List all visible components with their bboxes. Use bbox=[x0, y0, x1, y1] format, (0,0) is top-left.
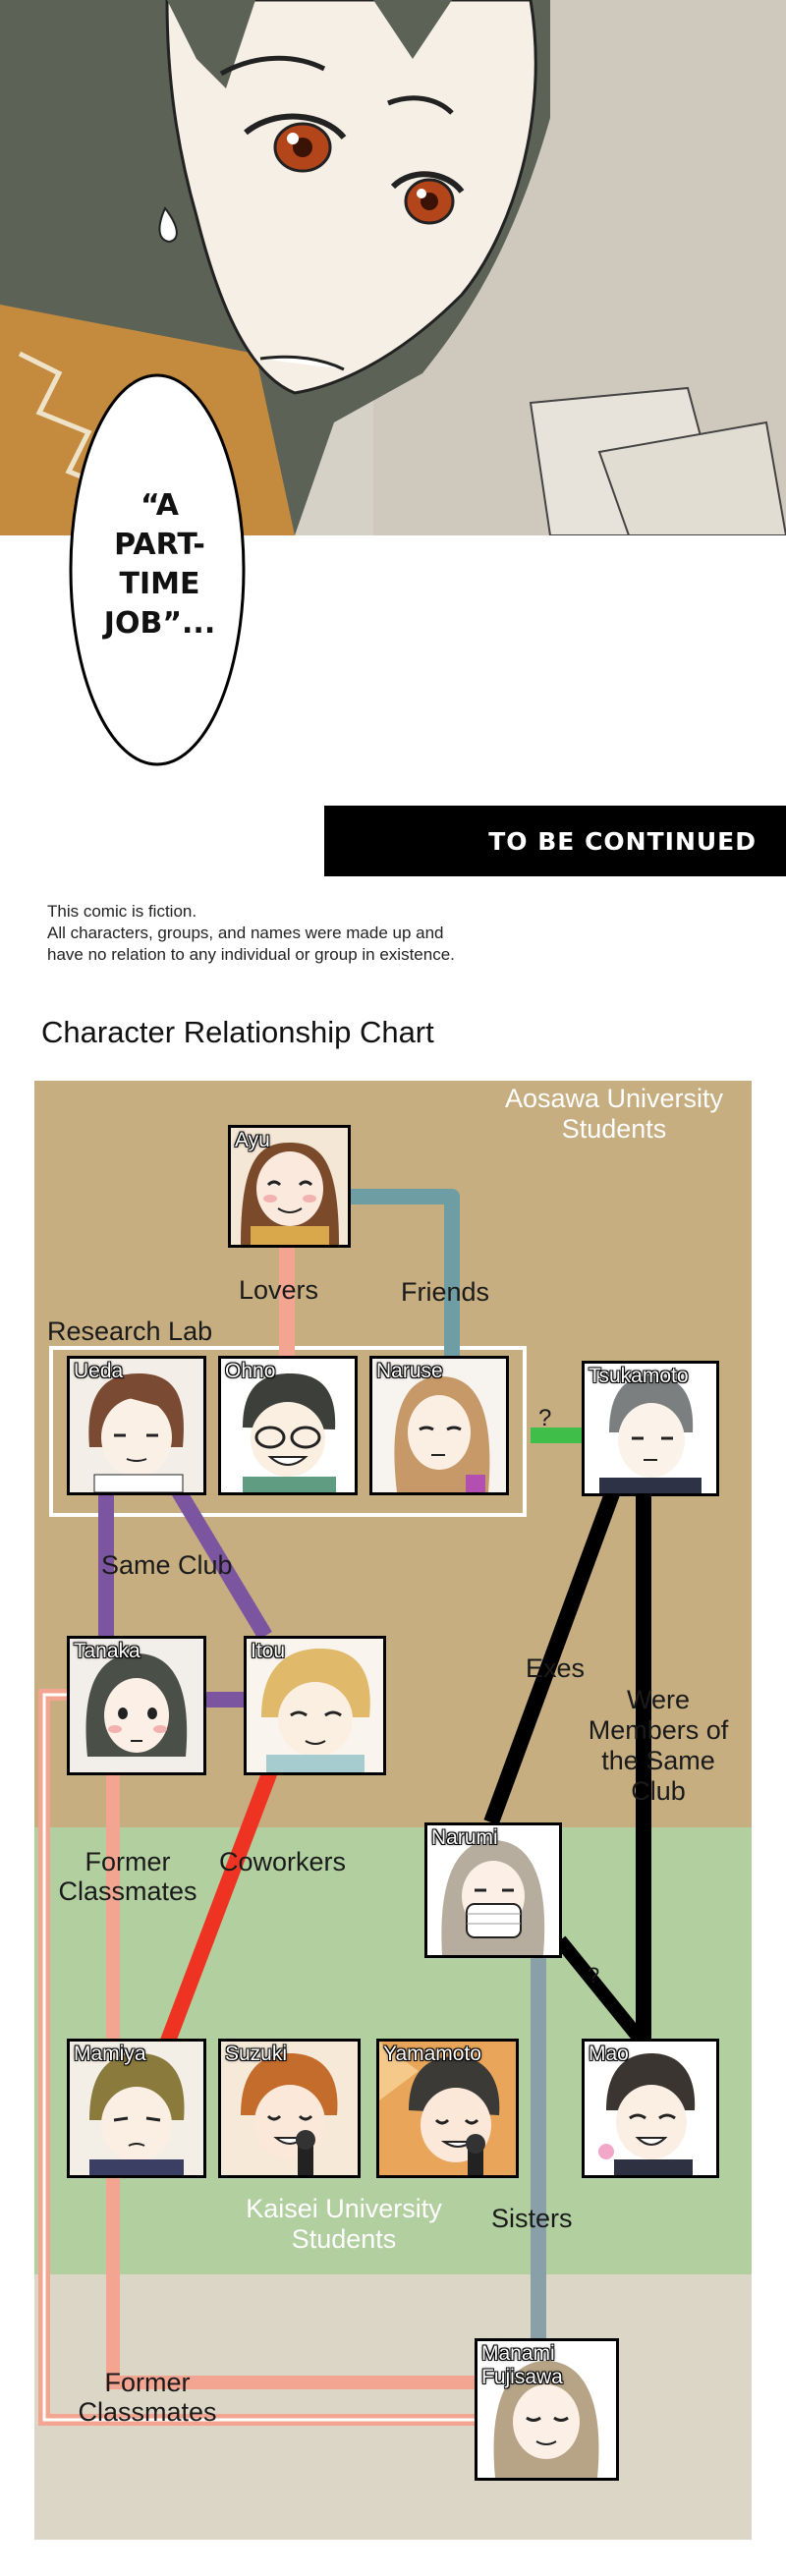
disclaimer: This comic is fiction. All characters, g… bbox=[47, 901, 455, 966]
character-card-ayu: Ayu bbox=[228, 1125, 351, 1248]
aosawa-label: Aosawa University Students bbox=[504, 1084, 724, 1144]
tanaka-name: Tanaka bbox=[74, 1640, 140, 1662]
character-card-mamiya: Mamiya bbox=[67, 2039, 206, 2178]
speech-bubble bbox=[69, 373, 246, 766]
character-card-narumi: Narumi bbox=[424, 1822, 562, 1958]
manami-name: Manami Fujisawa bbox=[481, 2342, 563, 2388]
same-club-line-itou bbox=[170, 1484, 272, 1641]
character-card-manami: Manami Fujisawa bbox=[475, 2338, 619, 2481]
tsukamoto-portrait-icon bbox=[585, 1364, 716, 1493]
speech-line: “A bbox=[140, 488, 180, 523]
naruse-portrait-icon bbox=[372, 1359, 506, 1492]
itou-name: Itou bbox=[251, 1640, 286, 1662]
yamamoto-portrait-icon bbox=[379, 2042, 516, 2175]
suzuki-portrait-icon bbox=[221, 2042, 358, 2175]
mamiya-name: Mamiya bbox=[74, 2043, 146, 2065]
question-line-2 bbox=[554, 1935, 649, 2048]
character-card-ueda: Ueda bbox=[67, 1356, 206, 1495]
question-label-1: ? bbox=[538, 1405, 552, 1431]
character-card-yamamoto: Yamamoto bbox=[376, 2039, 519, 2178]
character-card-mao: Mao bbox=[582, 2039, 719, 2178]
coworkers-label: Coworkers bbox=[219, 1847, 347, 1876]
question-label-2: ? bbox=[588, 1963, 600, 1988]
former-classmates-label-1: Former Classmates bbox=[58, 1847, 197, 1906]
ueda-name: Ueda bbox=[74, 1360, 124, 1382]
chart-title: Character Relationship Chart bbox=[41, 1015, 434, 1049]
lovers-label: Lovers bbox=[239, 1275, 319, 1305]
coworkers-line bbox=[159, 1761, 281, 2046]
ueda-portrait-icon bbox=[70, 1359, 203, 1492]
disclaimer-line: All characters, groups, and names were m… bbox=[47, 924, 444, 942]
speech-line: PART- bbox=[114, 528, 205, 562]
mamiya-manami-line bbox=[106, 2161, 481, 2389]
disclaimer-line: This comic is fiction. bbox=[47, 902, 197, 921]
friends-line bbox=[349, 1189, 460, 1361]
kaisei-label: Kaisei University Students bbox=[246, 2194, 442, 2254]
tsukamoto-name: Tsukamoto bbox=[589, 1365, 689, 1387]
character-card-ohno: Ohno bbox=[218, 1356, 358, 1495]
ohno-portrait-icon bbox=[221, 1359, 355, 1492]
same-club-label: Same Club bbox=[101, 1550, 233, 1580]
were-members-label: Were Members of the Same Club bbox=[588, 1685, 729, 1806]
speech-bubble-text: “A PART- TIME JOB”... bbox=[79, 486, 241, 644]
yamamoto-name: Yamamoto bbox=[383, 2043, 481, 2065]
naruse-name: Naruse bbox=[376, 1360, 443, 1382]
disclaimer-line: have no relation to any individual or gr… bbox=[47, 945, 455, 964]
character-card-itou: Itou bbox=[244, 1636, 386, 1775]
ayu-name: Ayu bbox=[235, 1129, 270, 1151]
sisters-label: Sisters bbox=[491, 2204, 573, 2233]
narumi-name: Narumi bbox=[431, 1826, 498, 1849]
exes-line bbox=[483, 1485, 622, 1825]
exes-label: Exes bbox=[526, 1653, 586, 1683]
mao-name: Mao bbox=[589, 2043, 629, 2065]
manami-portrait-icon bbox=[477, 2341, 616, 2478]
character-card-tsukamoto: Tsukamoto bbox=[582, 1361, 719, 1496]
narumi-portrait-icon bbox=[427, 1825, 559, 1955]
suzuki-name: Suzuki bbox=[225, 2043, 288, 2065]
itou-portrait-icon bbox=[247, 1639, 383, 1772]
mamiya-portrait-icon bbox=[70, 2042, 203, 2175]
outside-region bbox=[34, 2274, 752, 2540]
character-card-tanaka: Tanaka bbox=[67, 1636, 206, 1775]
speech-line: TIME bbox=[119, 567, 200, 601]
character-card-suzuki: Suzuki bbox=[218, 2039, 361, 2178]
mao-portrait-icon bbox=[585, 2042, 716, 2175]
ohno-name: Ohno bbox=[225, 1360, 276, 1382]
speech-line: JOB”... bbox=[103, 606, 216, 641]
former-classmates-label-2: Former Classmates bbox=[78, 2368, 217, 2427]
tanaka-portrait-icon bbox=[70, 1639, 203, 1772]
to-be-continued-banner: TO BE CONTINUED bbox=[324, 806, 786, 876]
character-card-naruse: Naruse bbox=[369, 1356, 509, 1495]
friends-label: Friends bbox=[401, 1277, 490, 1307]
research-lab-label: Research Lab bbox=[47, 1316, 213, 1346]
ayu-portrait-icon bbox=[231, 1128, 348, 1245]
